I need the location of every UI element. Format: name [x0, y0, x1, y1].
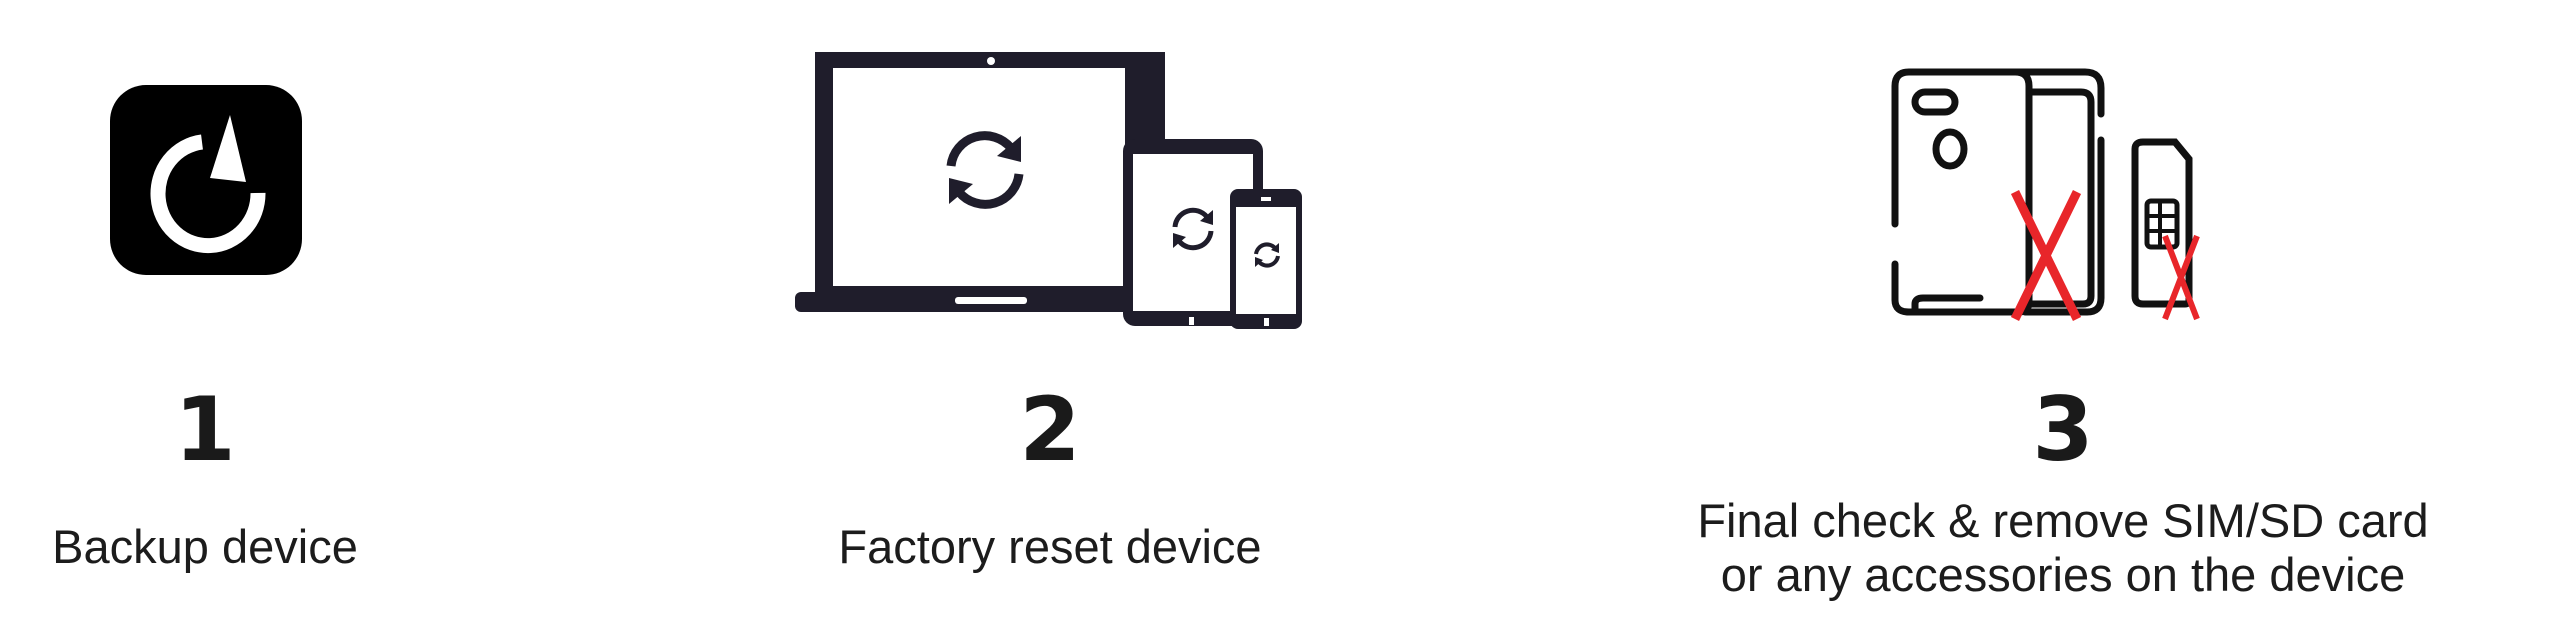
- step-1-number: 1: [174, 378, 236, 481]
- step-2-number: 2: [1019, 378, 1081, 481]
- devices-reset-icon: [795, 52, 1302, 329]
- step-3-number: 3: [2032, 378, 2094, 481]
- phone-sim-remove-icon: [1891, 68, 2200, 321]
- backup-refresh-icon: [110, 85, 302, 275]
- step-3-label-line2: or any accessories on the device: [1720, 548, 2406, 601]
- step-2-label: Factory reset device: [838, 520, 1262, 573]
- step-1-label: Backup device: [52, 520, 358, 573]
- step-3-label-line1: Final check & remove SIM/SD card: [1697, 494, 2429, 547]
